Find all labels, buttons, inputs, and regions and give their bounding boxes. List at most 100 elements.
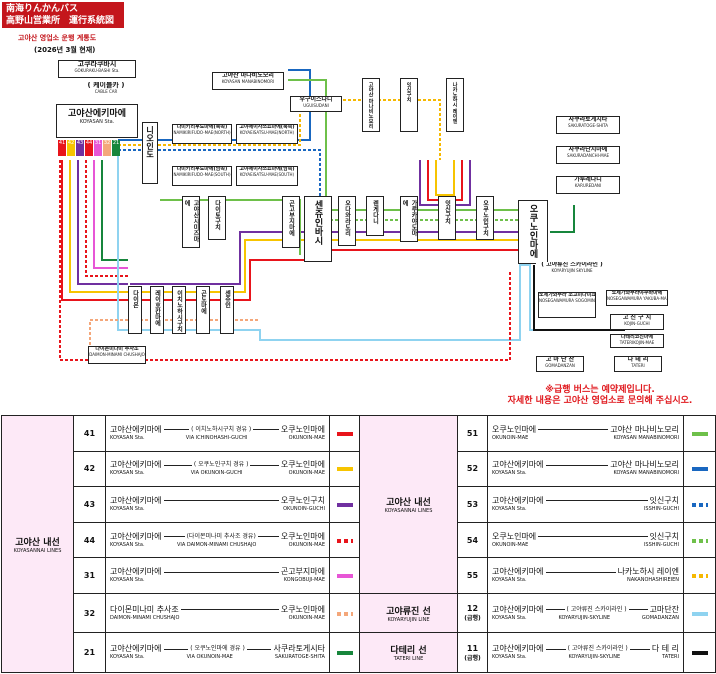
route-to: 오쿠노인마에 xyxy=(280,604,325,614)
route-via: ( 고야류진 스카이라인 ) xyxy=(566,605,627,613)
stop-koyaeisatsu-north: 고야에이사쓰쇼마에(북쪽) KOYAEISATSU-MAE(NORTH) xyxy=(236,124,298,144)
route-to: 오쿠노인구치 xyxy=(280,495,325,505)
route-en-line: KOYASAN Sta.KONGOBUJI-MAE xyxy=(110,577,325,584)
stop-koyaeisatsu-south: 고야에이사쓰쇼마에(남쪽) KOYAEISATSU-MAE(SOUTH) xyxy=(236,166,298,186)
route-via-en: VIA DAIMON-MINAMI CHUSHAJO xyxy=(176,541,257,548)
line-loop-inner3 xyxy=(435,160,455,196)
badge-31: 31 xyxy=(94,140,102,156)
route-number: 21 xyxy=(73,632,106,673)
route-to-en: ISSHIN-GUCHI xyxy=(643,505,679,512)
stop-okunoinmae: 오쿠노인마에 xyxy=(518,200,548,264)
route-color-53 xyxy=(683,486,716,523)
route-to-en: GOMADANZAN xyxy=(641,614,679,621)
stop-daimon: 다이몬 xyxy=(128,286,142,334)
line-32 xyxy=(89,319,260,345)
route-to-en: OKUNOIN-MAE xyxy=(288,434,325,441)
stop-tateri-kojin: 다테리코진마에 TATERIKOJIN-MAE xyxy=(610,334,664,348)
route-color-51 xyxy=(683,415,716,452)
route-swatch xyxy=(336,651,353,656)
stop-manabi-vertical: 고야산 마나비노모리 xyxy=(362,78,380,132)
line-43 xyxy=(77,160,128,285)
express-label: (급행) xyxy=(464,654,481,662)
stop-rengedani: 렌게다니 xyxy=(366,196,384,236)
stop-odawara: 오다와라도리 xyxy=(338,196,356,246)
route-connector xyxy=(246,648,272,650)
route-number: 53 xyxy=(457,486,488,523)
route-connector xyxy=(629,648,650,650)
route-from: 고야산에키마에 xyxy=(110,567,162,577)
stop-daimon-chushajo: 다이몬미나미 추사조 DAIMON-MINAMI CHUSHAJO xyxy=(88,346,146,364)
route-color-54 xyxy=(683,521,716,559)
route-from-en: OKUNOIN-MAE xyxy=(492,434,529,441)
stop-sakuratoge: 사쿠라토게시타 SAKURATOGE-SHITA xyxy=(556,116,620,134)
route-number: 43 xyxy=(73,486,106,523)
route-connector xyxy=(545,500,648,502)
route-to-en: OKUNOIN-MAE xyxy=(288,614,325,621)
route-via-en: KOYARYUJIN-SKYLINE xyxy=(558,614,611,621)
route-from: 고야산에키마에 xyxy=(110,495,162,505)
route-to: 곤고부지마에 xyxy=(280,567,325,577)
group-name-en: KOYASANNAI LINES xyxy=(13,547,62,554)
notice-line-2: 자세한 내용은 고야산 영업소로 문의해 주십시오. xyxy=(507,396,693,406)
route-to: 잇신구치 xyxy=(649,495,679,505)
group-name-en: KOYASANNAI LINES xyxy=(384,507,433,514)
notice-line-1: ※급행 버스는 예약제입니다. xyxy=(545,385,655,395)
route-from: 고야산에키마에 xyxy=(110,424,162,434)
route-swatch xyxy=(336,467,353,472)
line-21-ext xyxy=(550,205,575,233)
route-to: 나카노하시 레이엔 xyxy=(617,567,679,577)
route-swatch xyxy=(336,502,353,507)
route-number: 42 xyxy=(73,450,106,488)
route-kr-line: 고야산에키마에 곤고부지마에 xyxy=(110,567,325,577)
stop-senjuinbashi: 센쥬인바시 xyxy=(304,196,332,262)
route-from: 고야산에키마에 xyxy=(492,604,544,614)
route-swatch xyxy=(691,431,708,436)
route-to: 잇신구치 xyxy=(649,531,679,541)
route-connector xyxy=(628,609,648,611)
stop-namikiri-south: 나미키리후도마에(남쪽) NAMIKIRIFUDO-MAE(SOUTH) xyxy=(172,166,232,186)
route-connector xyxy=(545,648,566,650)
route-from: 고야산에키마에 xyxy=(492,567,544,577)
route-connector xyxy=(250,464,279,466)
route-color-32 xyxy=(329,592,360,634)
route-number-value: 55 xyxy=(466,571,479,581)
line-12 xyxy=(117,155,560,341)
route-to: 오쿠노인마에 xyxy=(280,424,326,434)
route-to-en: ISSHIN-GUCHI xyxy=(643,541,679,548)
route-color-12 xyxy=(683,592,716,634)
route-from: 고야산에키마에 xyxy=(492,495,544,505)
line-main-d xyxy=(160,199,301,255)
route-to-en: OKUNOIN-MAE xyxy=(288,470,325,477)
badge-42: 42 xyxy=(67,140,75,156)
stop-gomadanzan: 고 마 단 잔 GOMADANZAN xyxy=(536,356,584,372)
route-via-en: VIA OKUNOIN-MAE xyxy=(186,654,233,661)
route-swatch xyxy=(691,574,708,579)
route-via: (다이몬미나미 추사조 경유) xyxy=(186,532,256,540)
stop-karukaya: 가루카야도마에 xyxy=(400,196,418,242)
badge-41: 41 xyxy=(58,140,66,156)
route-color-11 xyxy=(683,632,716,673)
stop-isshin-vertical: 잇신구치 xyxy=(400,78,418,132)
route-to-en: OKUNOIN-GUCHI xyxy=(283,505,325,512)
route-from-en: KOYASAN Sta. xyxy=(492,577,527,584)
route-connector xyxy=(257,536,279,538)
route-color-55 xyxy=(683,557,716,594)
route-kr-line: 고야산에키마에( 고야류진 스카이라인 )다 테 리 xyxy=(492,644,679,654)
stop-daitoguchi: 다이토구치 xyxy=(208,196,226,240)
line-41 xyxy=(61,160,128,301)
route-en-line: KOYASAN Sta.OKUNOIN-GUCHI xyxy=(110,506,325,513)
